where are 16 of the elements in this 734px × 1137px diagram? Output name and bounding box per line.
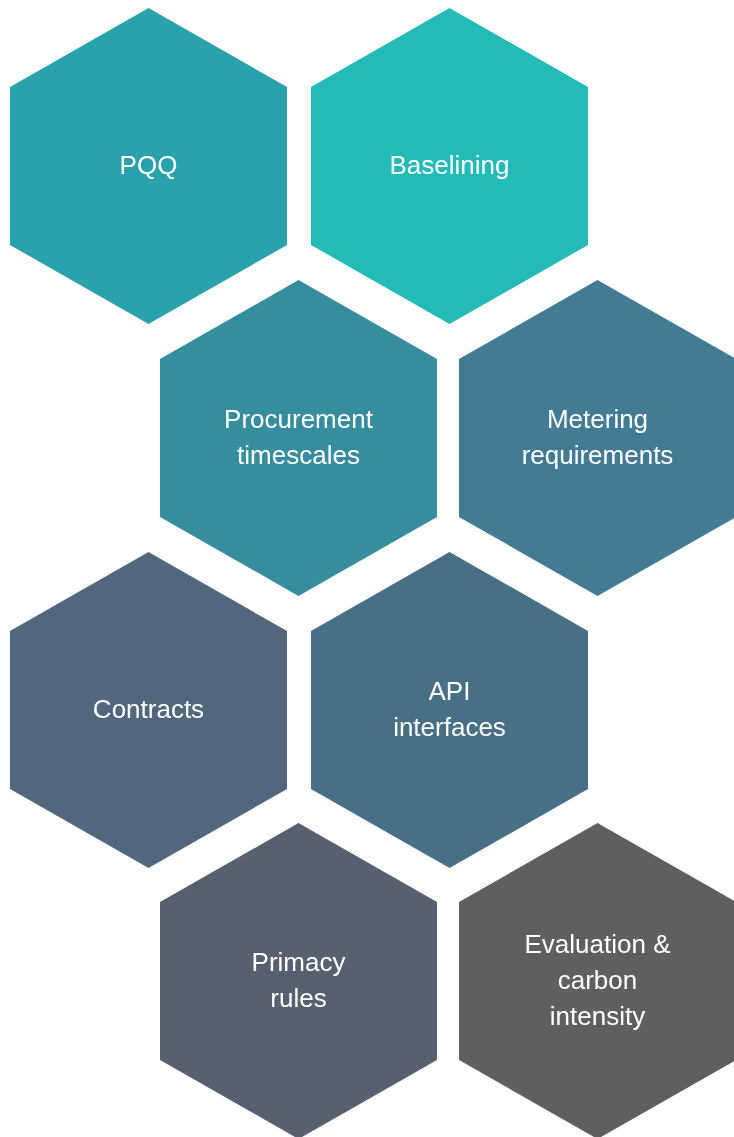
hexagon-tile xyxy=(459,280,734,596)
hexagon-tile xyxy=(459,823,734,1137)
hexagon-tile xyxy=(160,280,437,596)
tile-label: PQQ xyxy=(119,149,178,183)
tile-label: Metering requirements xyxy=(520,403,675,472)
hexagon-tile xyxy=(311,552,588,868)
tile-label: Evaluation & carbon intensity xyxy=(523,928,672,1033)
hexagon-tile xyxy=(311,8,588,324)
tile-label: Baselining xyxy=(389,149,510,183)
hexagon-tile xyxy=(10,8,287,324)
hexagon-tile xyxy=(10,552,287,868)
tile-label: API interfaces xyxy=(392,675,507,744)
tile-label: Procurement timescales xyxy=(223,403,374,472)
tile-label: Contracts xyxy=(92,693,205,727)
tile-label: Primacy rules xyxy=(250,946,347,1015)
hexagon-tile xyxy=(160,823,437,1137)
